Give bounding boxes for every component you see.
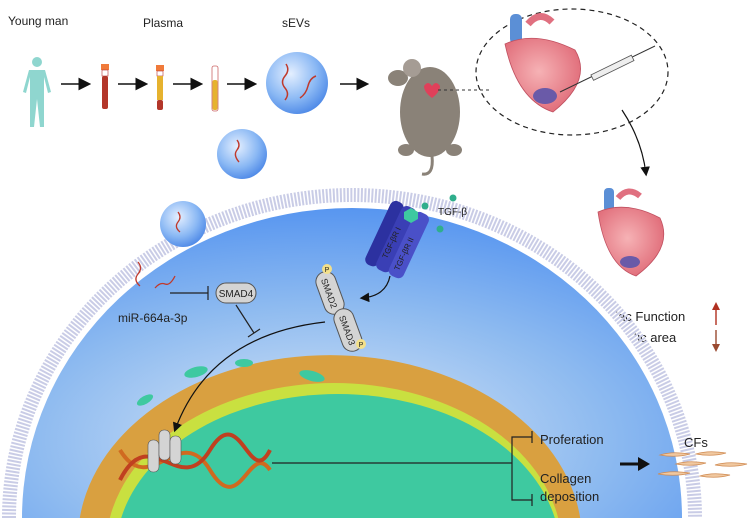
tgf-beta-ligand-icon [404,194,457,233]
sev-vesicle-icon [217,129,267,179]
blood-tube-icon [101,64,109,109]
inhibit-icon [235,304,261,338]
cell-membrane [2,188,702,518]
label-proliferation: Proferation [540,432,604,447]
arrow-icon [620,457,650,471]
nuclear-translocation-arrow [172,321,326,433]
label-tgf-beta: TGF-β [438,207,467,218]
heart-injection-icon [504,13,656,113]
mouse-heart-icon [424,83,440,98]
zoom-ellipse [475,8,669,136]
smad3-protein: SMAD3 [333,308,363,352]
smad4-label: SMAD4 [219,289,254,300]
separated-tube-icon [156,65,164,110]
phospho-label: P [325,267,330,274]
label-mirna: miR-664a-3p [118,311,188,325]
treated-heart-icon [597,188,665,277]
arrow-icon [359,275,391,303]
phospho-label: P [359,342,364,349]
nuclear-pore [136,359,358,406]
label-sevs: sEVs [282,16,310,30]
plasma-tube-icon [211,65,219,112]
smad-complex-on-dna [147,429,182,473]
membrane-vesicle-icon [160,201,206,247]
up-arrow-icon [712,302,720,325]
label-plasma: Plasma [143,16,183,30]
mirna-icon [135,261,176,289]
arrow-icon [621,109,650,177]
mouse-icon [388,59,462,176]
smad4-protein: SMAD4 [215,282,257,304]
label-young-man: Young man [8,14,68,28]
sev-vesicle-icon [266,52,328,114]
smad2-protein: SMAD2 [315,271,345,315]
human-icon [23,57,51,127]
label-collagen: Collagen [540,471,591,486]
tgf-beta-receptor: TGF-βR I TGF-βR II [365,200,429,279]
label-deposition: deposition [540,489,599,504]
fibroblast-cells-icon [657,451,748,478]
inhibit-bracket [511,431,533,506]
dna-icon [118,432,272,489]
down-arrow-icon [712,330,720,352]
phosphate-icon: P P [322,264,366,349]
inhibit-icon [170,286,209,300]
label-cfs: CFs [684,435,708,450]
